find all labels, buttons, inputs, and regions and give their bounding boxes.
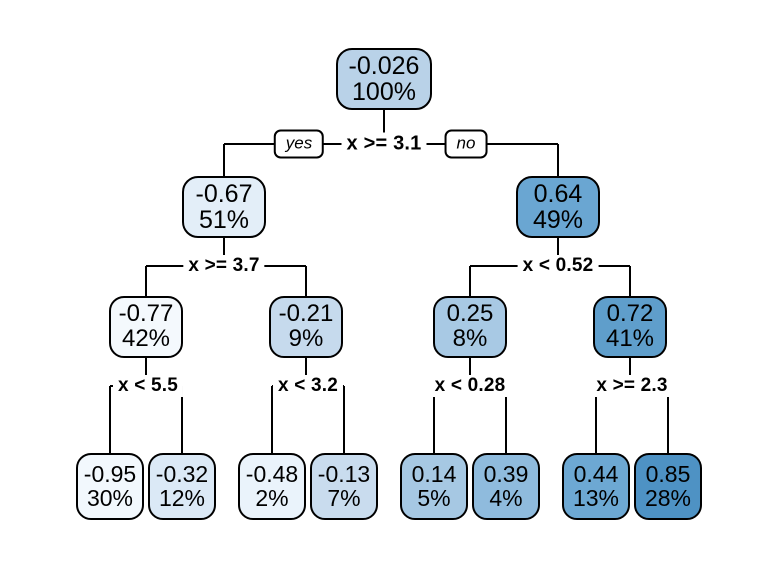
tree-node-n4[interactable]: -0.77 42%	[109, 296, 183, 358]
node-value: -0.95	[83, 460, 137, 487]
node-percent: 13%	[572, 484, 620, 511]
node-value: 0.64	[533, 180, 583, 208]
tree-leaf-n14[interactable]: 0.44 13%	[562, 453, 630, 520]
node-percent: 41%	[605, 325, 655, 352]
tree-leaf-n15[interactable]: 0.85 28%	[634, 453, 702, 520]
tree-node-n6[interactable]: 0.25 8%	[433, 296, 507, 358]
branch-label-no: no	[444, 129, 488, 159]
node-percent: 8%	[452, 325, 488, 352]
tree-leaf-n10[interactable]: -0.48 2%	[238, 453, 306, 520]
node-value: -0.48	[245, 460, 299, 487]
node-percent: 2%	[255, 484, 289, 511]
node-value: -0.21	[278, 300, 334, 328]
node-value: 0.39	[483, 460, 529, 487]
tree-node-root[interactable]: -0.026 100%	[336, 48, 432, 110]
node-percent: 5%	[417, 484, 451, 511]
node-percent: 30%	[86, 484, 134, 511]
node-value: -0.026	[348, 52, 420, 80]
node-value: 0.85	[645, 460, 691, 487]
split-label-n3: x < 0.52	[517, 255, 599, 277]
branch-label-yes: yes	[273, 129, 325, 159]
split-label-n4: x < 5.5	[112, 375, 184, 397]
split-label-root: x >= 3.1	[341, 132, 427, 156]
node-value: 0.72	[606, 300, 654, 328]
node-percent: 51%	[198, 206, 250, 234]
node-value: 0.14	[411, 460, 457, 487]
tree-node-n7[interactable]: 0.72 41%	[593, 296, 667, 358]
split-label-n7: x >= 2.3	[591, 375, 673, 397]
split-label-n2: x >= 3.7	[183, 255, 265, 277]
tree-leaf-n8[interactable]: -0.95 30%	[76, 453, 144, 520]
node-percent: 28%	[644, 484, 692, 511]
split-label-n5: x < 3.2	[272, 375, 344, 397]
node-percent: 7%	[327, 484, 361, 511]
tree-leaf-n9[interactable]: -0.32 12%	[148, 453, 216, 520]
node-percent: 49%	[532, 206, 584, 234]
tree-leaf-n13[interactable]: 0.39 4%	[472, 453, 540, 520]
tree-node-n2[interactable]: -0.67 51%	[182, 176, 266, 238]
node-percent: 4%	[489, 484, 523, 511]
tree-node-n5[interactable]: -0.21 9%	[269, 296, 343, 358]
node-percent: 9%	[288, 325, 324, 352]
node-value: 0.25	[446, 300, 494, 328]
node-percent: 42%	[121, 325, 171, 352]
node-percent: 12%	[158, 484, 206, 511]
tree-leaf-n12[interactable]: 0.14 5%	[400, 453, 468, 520]
tree-node-n3[interactable]: 0.64 49%	[516, 176, 600, 238]
node-value: -0.13	[317, 460, 371, 487]
tree-leaf-n11[interactable]: -0.13 7%	[310, 453, 378, 520]
node-percent: 100%	[352, 78, 416, 106]
node-value: -0.32	[155, 460, 209, 487]
node-value: -0.67	[195, 180, 253, 208]
split-label-n6: x < 0.28	[429, 375, 511, 397]
node-value: 0.44	[573, 460, 619, 487]
node-value: -0.77	[118, 300, 174, 328]
